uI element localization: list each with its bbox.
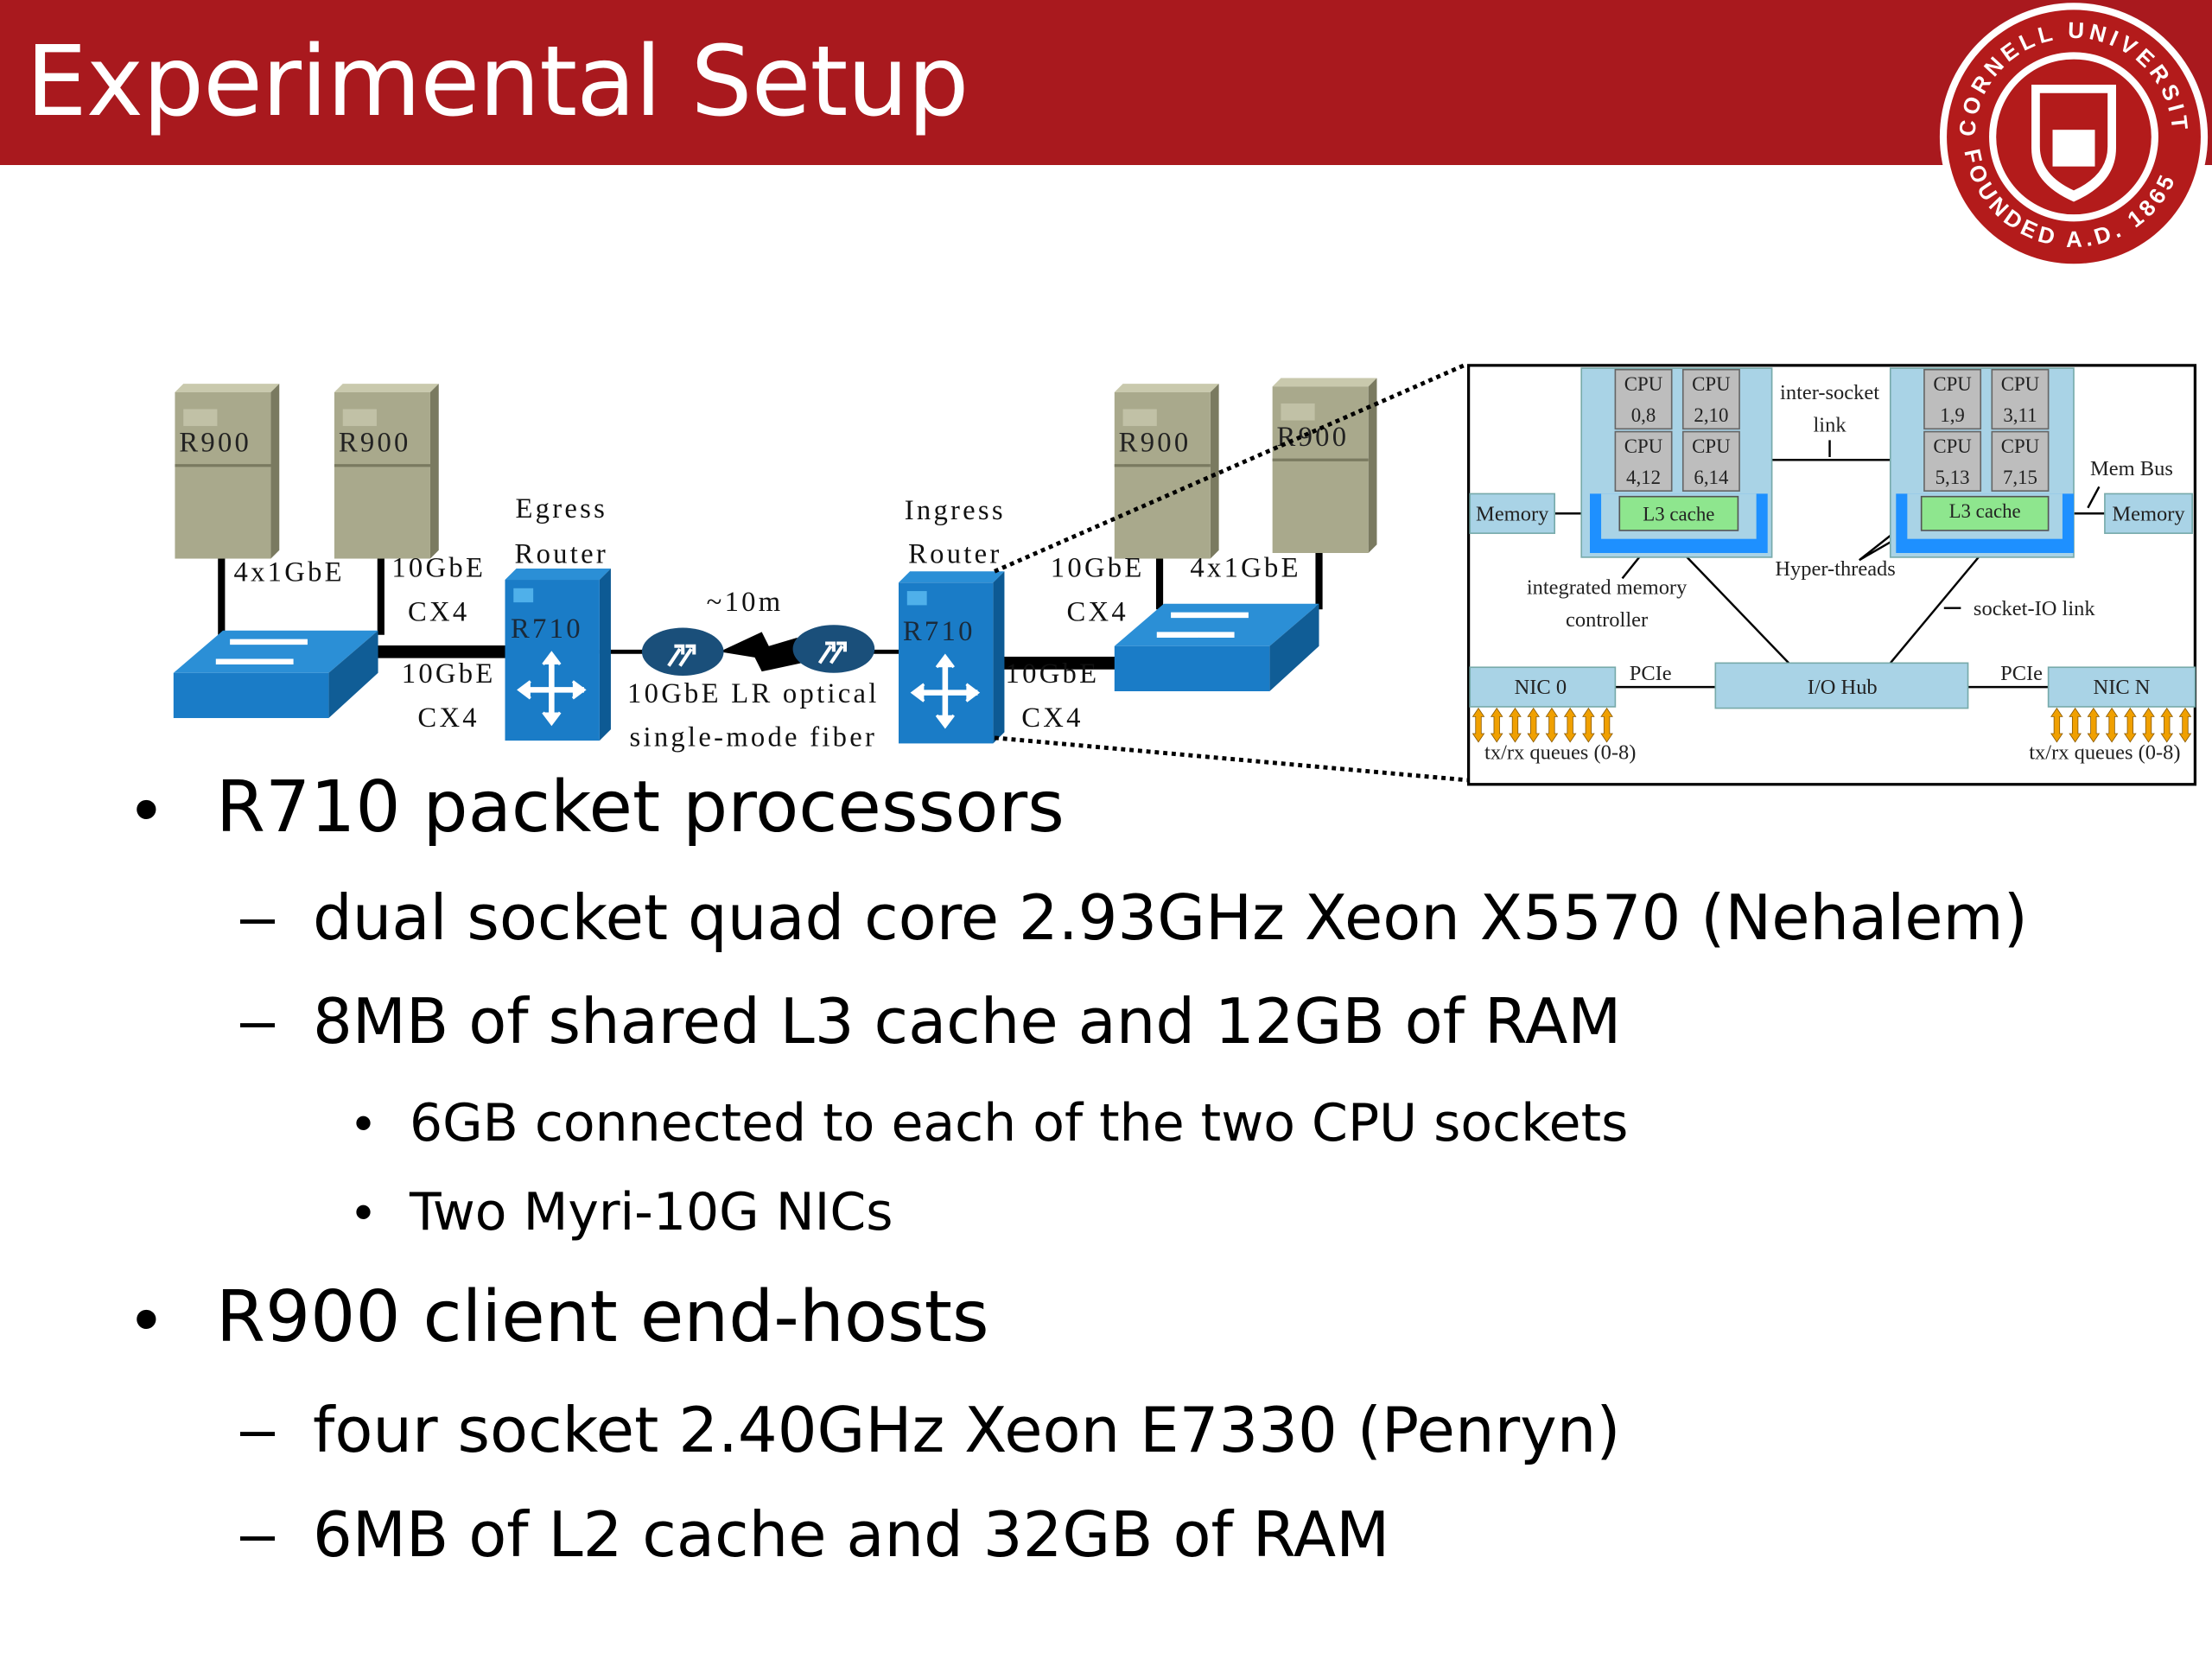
sub-bullet: dual socket quad core 2.93GHz Xeon X5570… [313,881,2028,954]
queues-label: tx/rx queues (0-8) [2029,741,2180,764]
cpu-id: 5,13 [1936,467,1970,488]
fiber-label: 10GbE LR optical [627,678,880,709]
optical-transceiver-icon [641,627,724,677]
bullet-r900: R900 client end-hosts [216,1276,989,1358]
l3-cache-label: L3 cache [1949,500,2021,522]
router-label: R710 [511,613,583,645]
link-label: CX4 [1021,702,1083,734]
sub-sub-bullet: 6GB connected to each of the two CPU soc… [410,1093,1629,1154]
link-label: 4x1GbE [233,557,344,588]
logo-text-top: CORNELL UNIVERSITY [0,0,2190,137]
bullet-marker: • [134,770,159,849]
cpu-id: 2,10 [1694,404,1728,426]
link-label: 10GbE [1006,658,1100,690]
cpu-label: CPU [1692,373,1731,395]
router-architecture-diagram: CPU 0,8 CPU 2,10 CPU 4,12 CPU 6,14 CPU 1… [1466,364,2197,786]
memory-left-label: Memory [1476,502,1549,525]
bullet-marker: • [354,1094,373,1152]
nicn-label: NIC N [2094,676,2151,699]
socket-io-label: socket-IO link [1974,597,2095,620]
network-diagram: R900 R900 R900 R900 R710 R710 4x1GbE 10G… [173,361,1468,783]
cpu-label: CPU [1933,435,1972,457]
dash-marker: – [240,882,276,951]
dash-marker: – [240,986,276,1055]
cpu-label: CPU [1933,373,1972,395]
server-label: R900 [179,427,251,458]
io-hub-label: I/O Hub [1808,676,1878,699]
sub-sub-bullet: Two Myri-10G NICs [410,1182,893,1243]
l3-cache-label: L3 cache [1643,503,1714,524]
bullet-marker: • [134,1280,159,1358]
optical-transceiver-icon [792,625,875,673]
cpu-id: 7,15 [2003,467,2037,488]
bullet-r710: R710 packet processors [216,766,1065,849]
fiber-distance: ~10m [707,587,784,618]
switch-left [174,631,378,718]
link-label: CX4 [417,702,479,734]
sub-bullet: four socket 2.40GHz Xeon E7330 (Penryn) [313,1394,1621,1466]
ingress-label: Router [908,538,1001,569]
imc-label: integrated memory [1527,575,1688,599]
imc-label: controller [1566,608,1648,632]
nic0-label: NIC 0 [1515,676,1567,699]
link-label: 10GbE [402,658,496,690]
cpu-label: CPU [2001,435,2040,457]
pcie-label: PCIe [2000,662,2043,685]
cpu-id: 3,11 [2003,404,2037,426]
server-label: R900 [339,427,411,458]
cpu-label: CPU [1624,373,1663,395]
server-label: R900 [1119,427,1192,458]
egress-label: Router [515,538,608,569]
ingress-router [899,571,1004,743]
fiber-label: single-mode fiber [630,722,878,753]
router-label: R710 [903,616,976,647]
inter-socket-label: inter-socket [1780,381,1879,404]
cpu-id: 6,14 [1694,467,1729,488]
link-label: CX4 [1066,596,1128,627]
r900-server-2 [333,382,441,561]
egress-router [505,569,610,741]
memory-right-label: Memory [2112,502,2185,525]
ingress-label: Ingress [905,495,1006,526]
inter-socket-label: link [1814,414,1847,437]
r900-server-3 [1113,382,1221,561]
link-label: CX4 [408,596,469,627]
cpu-label: CPU [1692,435,1731,457]
link-label: 10GbE [391,553,486,584]
sub-bullet: 6MB of L2 cache and 32GB of RAM [313,1498,1390,1571]
cpu-label: CPU [2001,373,2040,395]
cpu-socket-left [1580,367,1773,558]
bullet-marker: • [354,1183,373,1241]
mem-bus-label: Mem Bus [2090,457,2173,480]
sub-bullet: 8MB of shared L3 cache and 12GB of RAM [313,985,1622,1058]
svg-text:CORNELL UNIVERSITY: CORNELL UNIVERSITY [0,0,2194,137]
title-bar: Experimental Setup [0,0,2212,165]
cpu-id: 1,9 [1940,404,1965,426]
egress-label: Egress [515,493,607,524]
slide-title: Experimental Setup [26,26,969,138]
link-label: 10GbE [1051,553,1145,584]
cpu-id: 0,8 [1631,404,1656,426]
switch-right [1115,604,1319,691]
queues-label: tx/rx queues (0-8) [1484,741,1636,764]
r900-server-4 [1271,376,1379,555]
hyper-threads-label: Hyper-threads [1775,557,1895,581]
server-label: R900 [1277,422,1350,453]
link-label: 4x1GbE [1190,553,1300,584]
cpu-id: 4,12 [1626,467,1661,488]
r900-server-1 [173,382,281,561]
dash-marker: – [240,1499,276,1568]
cpu-label: CPU [1624,435,1663,457]
cornell-logo: CORNELL UNIVERSITY FOUNDED A.D. 1865 [0,0,2209,271]
pcie-label: PCIe [1630,662,1672,685]
dash-marker: – [240,1395,276,1464]
